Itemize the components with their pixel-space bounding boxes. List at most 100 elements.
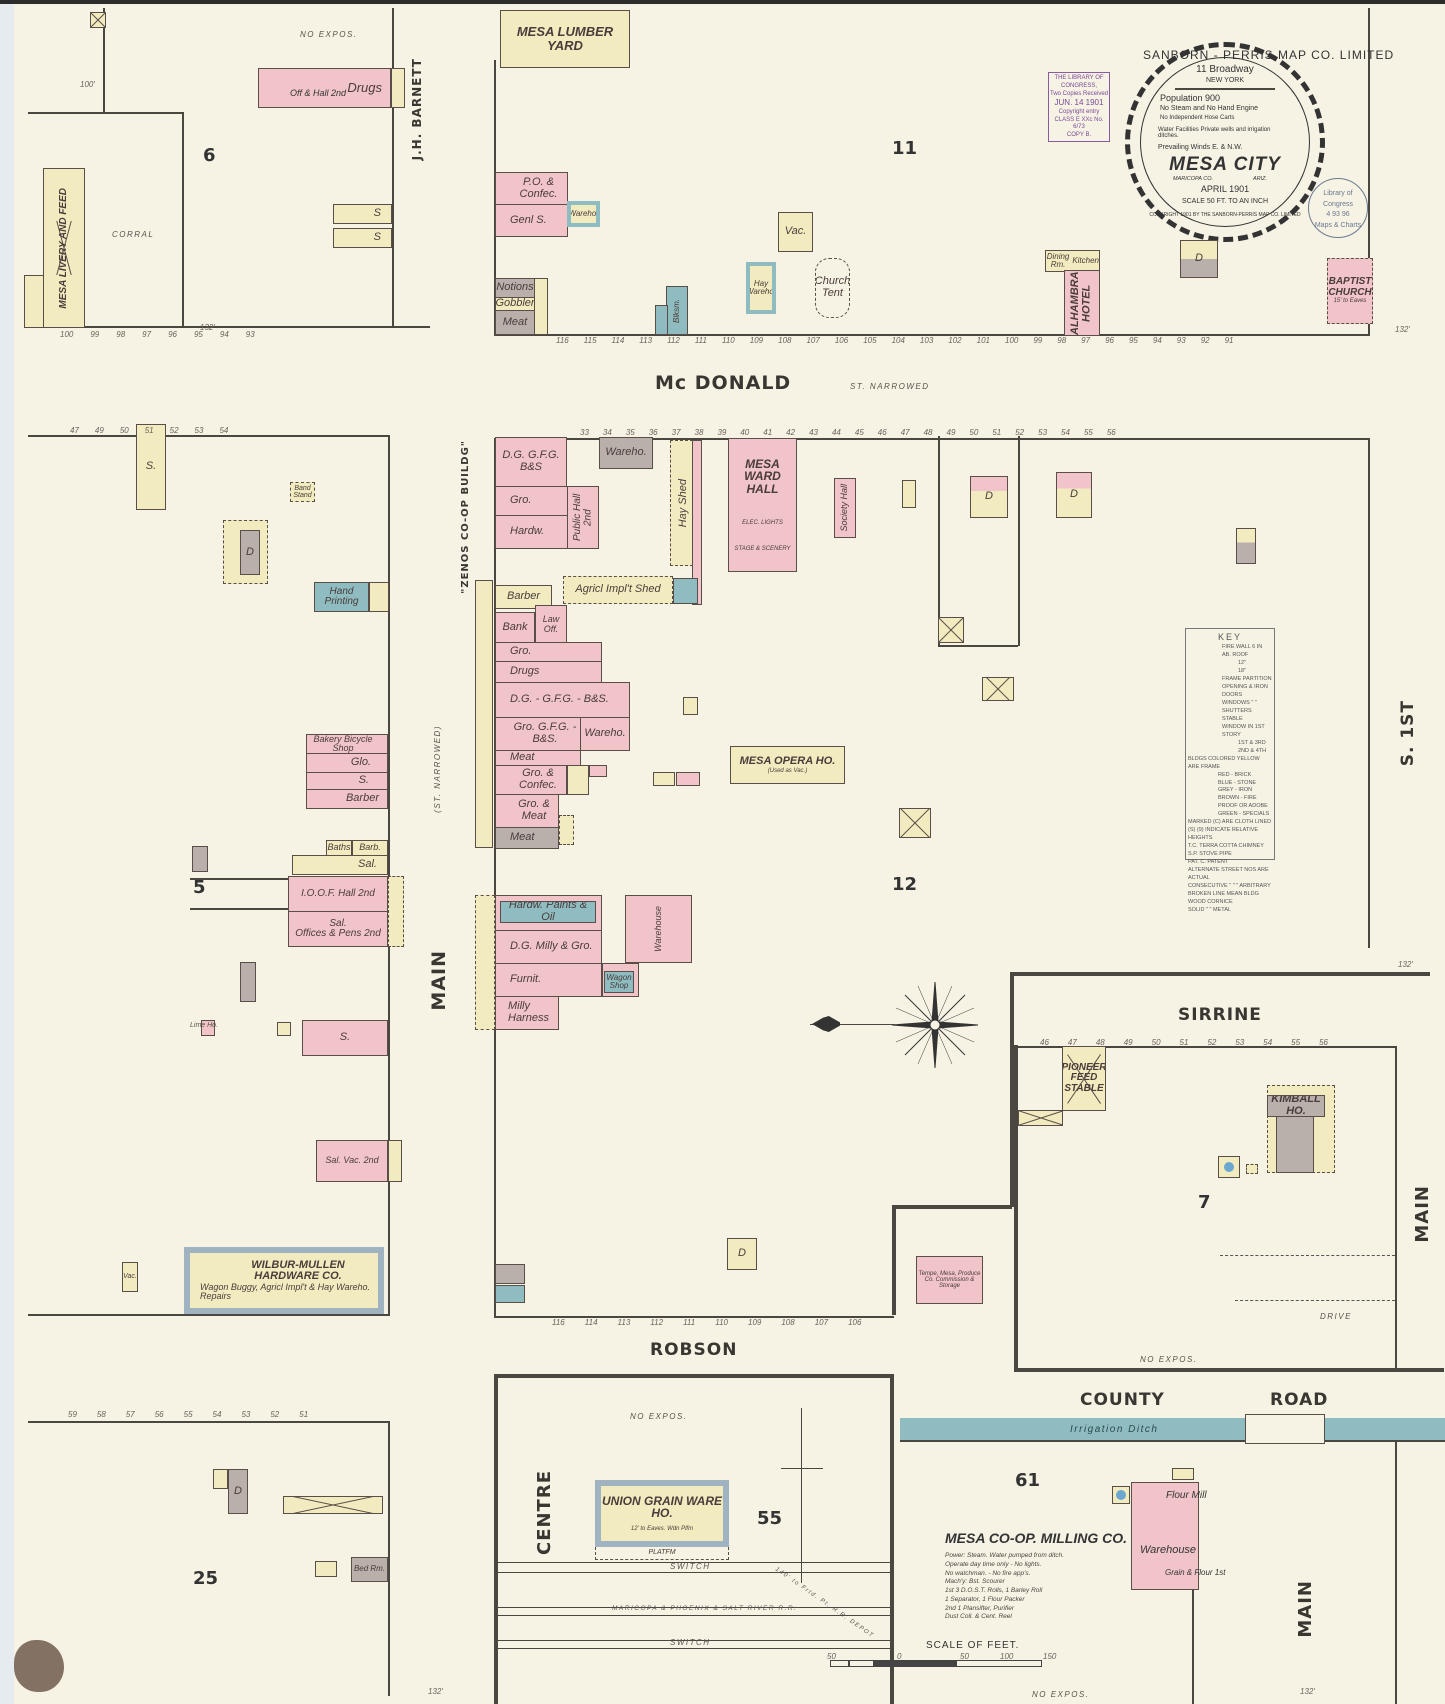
lot-number: 46 (1040, 1038, 1049, 1047)
building-wilbur-mullen: WILBUR-MULLEN HARDWARE CO. Wagon Buggy, … (184, 1247, 384, 1314)
building-saloon-offices: Sal. Offices & Pens 2nd (288, 911, 388, 947)
building-label: Meat (510, 751, 535, 764)
railroad-rail-2 (498, 1615, 892, 1616)
scale-bar-label: SCALE OF FEET. (926, 1640, 1020, 1651)
building-label: BAPTIST CHURCH (1328, 276, 1372, 298)
building-label: Baths (327, 842, 351, 853)
building-note: 12' to Eaves. Wdn Plfm (630, 1525, 694, 1532)
milling-notes: Power: Steam. Water pumped from ditch. O… (945, 1552, 1125, 1622)
building-label: Sal. (329, 917, 347, 929)
building-label: Barber (506, 590, 541, 603)
building-mesa-lumber-yard: MESA LUMBER YARD (500, 10, 630, 68)
note-line: 2nd 1 Plansifter, Purifier (945, 1604, 1015, 1612)
corral-label: CORRAL (112, 230, 155, 239)
building-shed-meat (559, 815, 574, 845)
building-drugs: Drugs (258, 68, 391, 108)
key-line: BROKEN LINE MEAN BLDG WOOD CORNICE (1188, 891, 1259, 906)
no-expos-note: NO EXPOS. (300, 30, 358, 39)
block5-north-line (28, 435, 388, 437)
building-mesa-coop-milling (1131, 1482, 1199, 1590)
key-line: S.P. STOVE PIPE (1188, 851, 1232, 858)
ditch-bridge (1245, 1414, 1325, 1444)
building-shed-top (534, 278, 548, 335)
lot-number: 48 (1095, 1038, 1105, 1047)
building-stable-12a (938, 617, 964, 643)
lot-number: 52 (1207, 1038, 1217, 1047)
lot-number: 91 (1224, 336, 1234, 345)
scan-top-edge (0, 0, 1445, 4)
drive-line-2 (1220, 1255, 1395, 1256)
stamp-line: 6/73 (1073, 124, 1085, 131)
lot-numbers-sirrine: 46 47 48 49 50 51 52 53 54 55 56 (1040, 1038, 1328, 1047)
scale-tick: 150 (1043, 1652, 1057, 1661)
building-dwelling-12a: D (970, 476, 1008, 518)
lot-number: 35 (625, 428, 635, 437)
building-kimball-wing (1276, 1116, 1314, 1173)
lot-number: 105 (863, 336, 877, 345)
building-baptist-church: BAPTIST CHURCH 15' to Eaves (1327, 258, 1373, 324)
dim-132: 132' (1300, 1687, 1315, 1696)
library-of-congress-stamp: THE LIBRARY OF CONGRESS, Two Copies Rece… (1048, 72, 1110, 142)
building-label: D.G. - G.F.G. - B&S. (510, 693, 609, 706)
building-label: D (738, 1247, 746, 1260)
building-wareho-3: Wareho. (580, 717, 630, 751)
irrigation-ditch (900, 1418, 1445, 1440)
lot-numbers-block25: 59 58 57 56 55 54 53 52 51 (68, 1410, 308, 1419)
key-title: KEY (1217, 632, 1242, 642)
company-city: NEW YORK (1206, 77, 1244, 84)
building-label: D.G. Milly & Gro. (510, 940, 593, 953)
lot-number: 53 (194, 426, 204, 435)
building-label: Hand Printing (324, 585, 359, 607)
building-tempe-mesa-produce: Tempe, Mesa, Produce Co. Commission & St… (916, 1256, 983, 1304)
note-line: Operate day time only - No lights. (945, 1560, 1042, 1568)
key-line: FRAME PARTITION (1222, 675, 1272, 682)
block61-east-line (1395, 1440, 1397, 1704)
building-blue-robson (495, 1285, 525, 1303)
key-line: GREY - IRON (1218, 787, 1253, 794)
building-printing-shed (369, 582, 389, 612)
title-cartouche-ring (1125, 42, 1325, 242)
lot-number: 53 (1038, 428, 1048, 437)
north-arrow-cross (781, 1468, 823, 1469)
north-arrow-line (801, 1408, 802, 1583)
block7-west-line (1014, 1045, 1018, 1370)
population: Population 900 (1160, 93, 1221, 103)
lot-number: 104 (891, 336, 905, 345)
lot-number: 93 (245, 330, 255, 339)
label-jh-barnett: J.H. BARNETT (410, 58, 424, 161)
scale-bar (830, 1660, 1042, 1667)
building-label: MESA OPERA HO. (739, 755, 836, 768)
building-label: Hardw. (510, 525, 545, 538)
building-livery-annex (24, 275, 44, 328)
building-dwelling-25: D (228, 1469, 248, 1514)
building-pioneer-feed-stable: PIONEER FEED STABLE (1062, 1046, 1106, 1111)
lot-number: 54 (219, 426, 229, 435)
building-label: D (985, 490, 993, 503)
lot-number: 100 (60, 330, 74, 339)
lot-number: 49 (946, 428, 956, 437)
building-label: Dining Rm. (1046, 251, 1070, 269)
compass-needle-line (810, 1024, 895, 1025)
key-line: STABLE (1222, 715, 1243, 722)
building-label: Offices & Pens 2nd (295, 928, 381, 939)
building-label: Blksm. (671, 298, 681, 323)
lot-number: 52 (1015, 428, 1025, 437)
block-number-12: 12 (892, 874, 918, 895)
lot-number: 47 (900, 428, 910, 437)
lot-number: 95 (193, 330, 203, 339)
building-label: S. (145, 460, 157, 473)
scan-edge (0, 0, 14, 1704)
place-name: MESA CITY (1169, 154, 1281, 175)
building-tiny-dashed (1246, 1164, 1258, 1174)
building-small-grey (192, 846, 208, 872)
lot-number: 52 (270, 1410, 280, 1419)
lot-number: 55 (1083, 428, 1093, 437)
building-label: D (234, 1484, 242, 1497)
building-public-hall: Public Hall 2nd (567, 486, 599, 549)
building-label: Bed Rm. (353, 1564, 386, 1574)
switch-label-2: SWITCH (670, 1638, 711, 1647)
stamp-line: Library of Congress (1323, 190, 1353, 208)
building-label: Wagon Shop (606, 972, 632, 990)
building-note: ELEC. LIGHTS (742, 519, 783, 526)
lot-number: 108 (781, 1318, 795, 1327)
